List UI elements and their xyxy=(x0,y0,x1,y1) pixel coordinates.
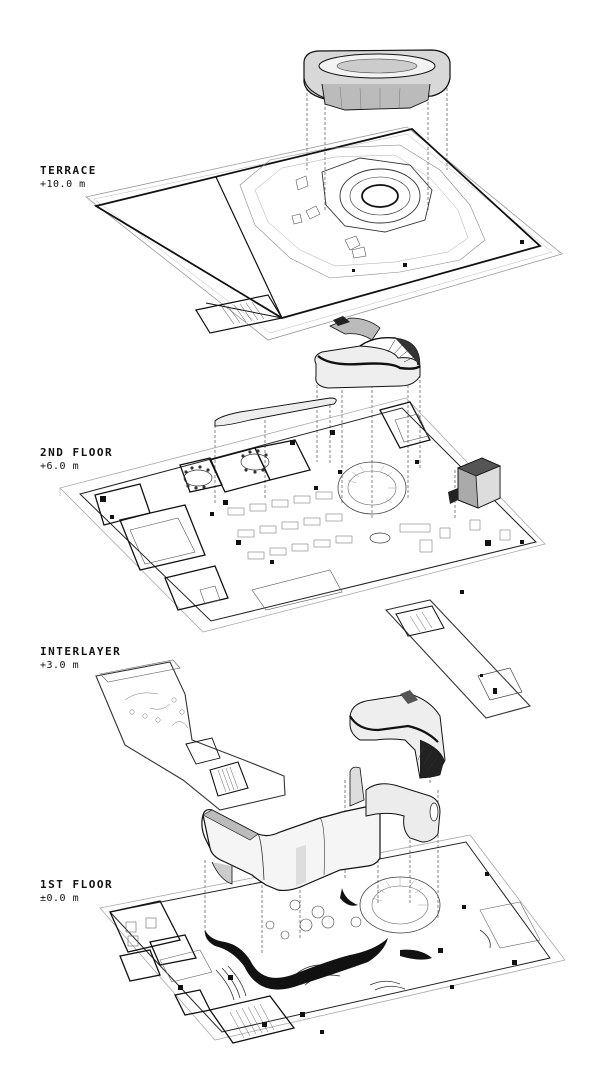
terrace-frame xyxy=(93,128,542,319)
first-floor-plan xyxy=(99,834,566,1044)
terrace-oculus-rim xyxy=(321,157,433,233)
second-floor-perimeter xyxy=(79,407,537,622)
level-label-1st-floor: 1ST FLOOR ±0.0 m xyxy=(40,878,113,905)
second-floor-plan xyxy=(59,397,546,633)
second-floor-stair-void xyxy=(337,461,407,515)
interlayer-plan xyxy=(95,599,532,811)
terrace-slab-inner xyxy=(93,133,553,334)
terrace-skylight-drum xyxy=(303,49,451,111)
level-elevation: +6.0 m xyxy=(40,461,80,472)
interlayer-left-wing xyxy=(95,661,286,811)
interlayer-spiral-stair xyxy=(349,690,446,779)
level-name: 1ST FLOOR xyxy=(40,878,114,891)
level-elevation: ±0.0 m xyxy=(40,893,80,904)
second-floor-slab xyxy=(59,397,546,633)
level-elevation: +10.0 m xyxy=(40,179,86,190)
second-floor-box xyxy=(448,457,502,509)
level-elevation: +3.0 m xyxy=(40,660,80,671)
terrace-slab-outline xyxy=(85,126,563,341)
level-label-terrace: TERRACE +10.0 m xyxy=(40,164,97,191)
first-floor-curved-wall xyxy=(204,930,388,990)
level-name: TERRACE xyxy=(40,164,97,177)
terrace-roof-contour-1 xyxy=(239,144,486,279)
interlayer-right-strip xyxy=(384,599,532,719)
first-floor-ribbon-wall xyxy=(201,766,441,892)
level-label-interlayer: INTERLAYER +3.0 m xyxy=(40,645,121,672)
terrace-stair-box xyxy=(195,294,283,334)
level-name: INTERLAYER xyxy=(40,645,122,658)
terrace-divider xyxy=(215,176,283,319)
level-label-2nd-floor: 2ND FLOOR +6.0 m xyxy=(40,446,113,473)
terrace-oculus-inner xyxy=(361,184,399,208)
terrace-plan xyxy=(85,126,563,341)
terrace-oculus-outer xyxy=(339,168,421,224)
second-floor-spiral-stair xyxy=(314,316,421,389)
level-name: 2ND FLOOR xyxy=(40,446,114,459)
terrace-roof-contour-2 xyxy=(254,154,469,267)
